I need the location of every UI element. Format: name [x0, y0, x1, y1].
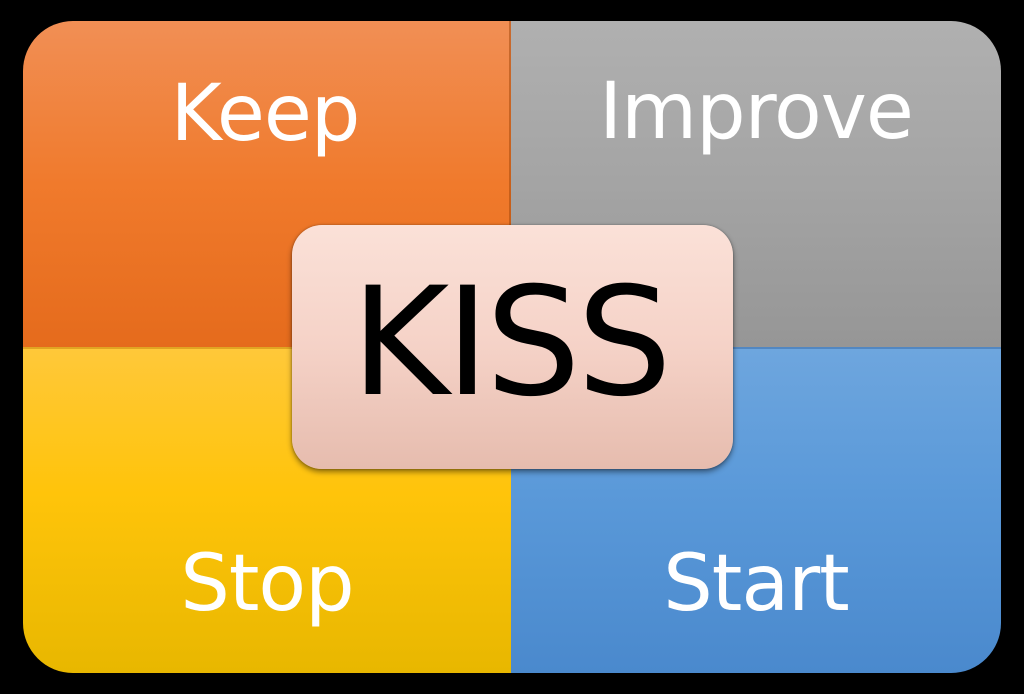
- quadrant-stop-label: Stop: [180, 539, 354, 629]
- quadrant-stop: Stop: [23, 347, 511, 673]
- quadrant-keep-label: Keep: [170, 69, 361, 159]
- quadrant-keep: Keep: [23, 21, 511, 347]
- center-kiss-box: KISS: [292, 225, 733, 469]
- quadrant-improve-label: Improve: [599, 67, 914, 157]
- quadrant-start-label: Start: [663, 539, 850, 629]
- center-kiss-label: KISS: [350, 256, 672, 430]
